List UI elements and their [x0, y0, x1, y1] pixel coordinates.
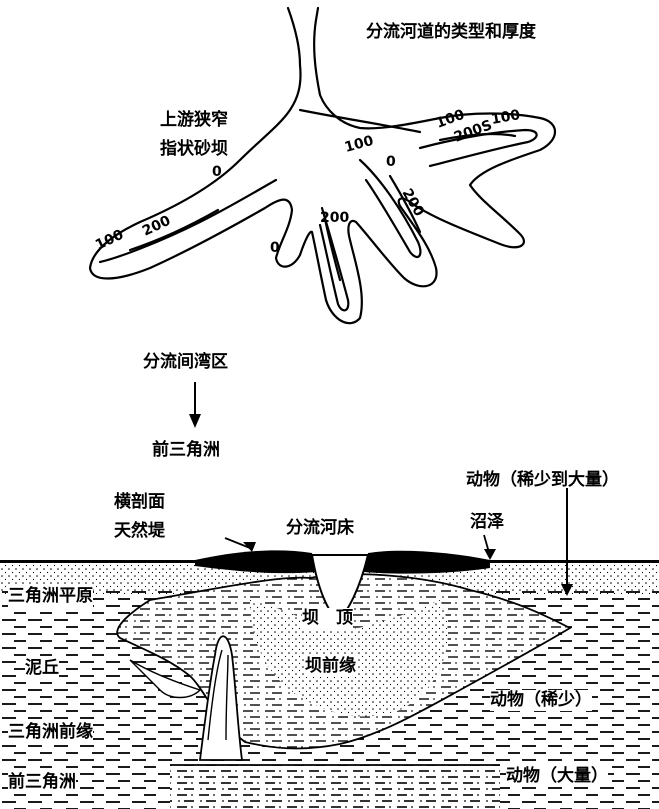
delta-front-label: 三角洲前缘 [8, 722, 93, 743]
contour-label: 100 [343, 133, 376, 156]
prodelta-sequence-label: 前三角洲 [152, 440, 220, 461]
cross-section-label: 横剖面 [114, 492, 165, 513]
bar-front-label: 坝前缘 [305, 656, 356, 677]
mud-mound-label: 泥丘 [25, 658, 59, 679]
channel-outline-outer [90, 8, 555, 323]
contour-label: 200 [320, 210, 349, 226]
contour-label: 0 [212, 164, 222, 180]
contour-labels: 0 100 200 0 200 100 0 200 100 200S 100 [93, 107, 522, 256]
prodelta-label: 前三角洲 [8, 772, 76, 793]
fauna-bottom-label: 动物（大量） [506, 766, 608, 787]
figure-title: 分流河道的类型和厚度 [366, 22, 536, 43]
bar-top-label: 坝 顶 [302, 608, 353, 629]
distributary-channel-label: 分流河床 [286, 518, 354, 539]
marsh-label: 沼泽 [470, 512, 504, 533]
contour-label: 0 [270, 240, 280, 256]
contour-label: 100 [490, 107, 522, 128]
sequence-arrow [189, 382, 201, 428]
delta-plain-label: 三角洲平原 [8, 586, 93, 607]
upstream-label-line1: 上游狭窄 [160, 110, 228, 131]
natural-levee-label: 天然堤 [114, 521, 165, 542]
upstream-label-line2: 指状砂坝 [160, 139, 228, 160]
fauna-top-label: 动物（稀少到大量） [466, 470, 619, 491]
contour-label: 0 [386, 154, 396, 170]
interdistributary-bay-label: 分流间湾区 [143, 352, 228, 373]
fauna-mid-label: 动物（稀少） [490, 690, 592, 711]
levee-right [364, 551, 490, 574]
distributary-map [90, 8, 555, 323]
